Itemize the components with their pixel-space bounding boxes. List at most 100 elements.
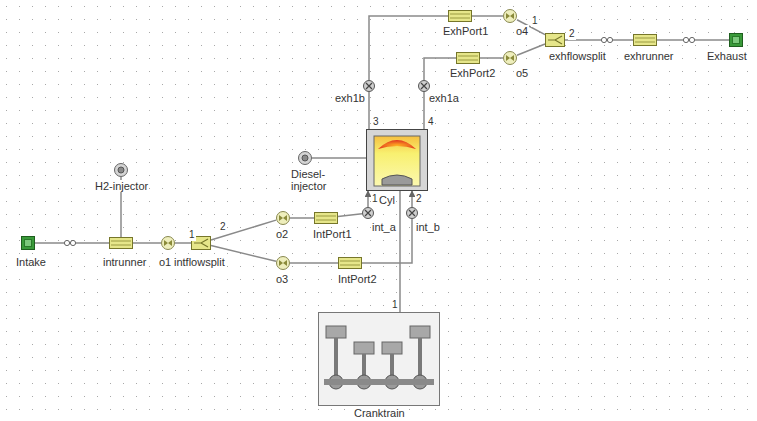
- joint-ring: [689, 37, 694, 42]
- joint-ring: [64, 240, 69, 245]
- block-icon: [114, 163, 128, 177]
- joint-ring: [683, 37, 688, 42]
- connector: [175, 242, 191, 244]
- port-number: 1: [188, 229, 196, 241]
- pipe-stripe: [316, 216, 336, 217]
- block-label: Cranktrain: [353, 407, 406, 419]
- valve-ring: [407, 208, 418, 219]
- valve-cross: [421, 83, 427, 89]
- block-icon: [545, 33, 565, 47]
- flowsplit-branches: [194, 239, 208, 247]
- connector: [290, 262, 338, 264]
- connector: [367, 191, 369, 207]
- block-icon: [729, 33, 743, 47]
- flowsplit-body: [546, 34, 565, 47]
- block-icon: [456, 52, 480, 64]
- pipe-block: intrunner: [109, 237, 133, 249]
- joint-ring: [601, 37, 606, 42]
- block-label: exhflowsplit: [548, 50, 607, 62]
- port-number: 2: [568, 28, 576, 40]
- block-label: Cyl: [378, 194, 396, 206]
- pipe-block: ExhPort2: [456, 52, 480, 64]
- pipe-block: ExhPort1: [448, 10, 472, 22]
- block-label: o2: [275, 228, 289, 240]
- cylinder-housing: [367, 130, 428, 191]
- block-label: Exhaust: [706, 50, 748, 62]
- connector: [472, 15, 503, 17]
- block-icon: [276, 211, 290, 225]
- orifice-throat: [164, 240, 172, 246]
- orifice-ring: [162, 237, 175, 250]
- boundary-inner: [733, 37, 740, 44]
- block-label: intflowsplit: [173, 256, 226, 268]
- block-label: H2-injector: [94, 180, 149, 192]
- boundary-block: Exhaust: [729, 33, 743, 47]
- orifice-ring: [277, 257, 290, 270]
- piston-head: [326, 326, 346, 338]
- joint-ring: [70, 240, 75, 245]
- orifice-block: o5: [503, 51, 517, 65]
- block-label: exh1a: [428, 92, 460, 104]
- flowsplit-block: exhflowsplit: [545, 33, 565, 47]
- boundary-square: [22, 237, 35, 250]
- block-icon: [363, 80, 375, 92]
- valve-ring: [363, 208, 374, 219]
- orifice-ring: [277, 212, 290, 225]
- block-label: Diesel-injector: [290, 168, 338, 192]
- pipe-joint: [64, 240, 75, 245]
- orifice-throat: [279, 260, 287, 266]
- block-label: exhrunner: [623, 50, 675, 62]
- valve-ring: [419, 81, 430, 92]
- block-icon: [406, 207, 418, 219]
- port-number: 2: [219, 221, 227, 233]
- pipe-body: [634, 35, 657, 46]
- block-label: Intake: [15, 256, 47, 268]
- block-label: o1: [158, 256, 172, 268]
- pipe-stripe: [635, 42, 655, 43]
- pipe-stripe: [635, 38, 655, 39]
- connector: [368, 92, 370, 129]
- block-icon: [503, 9, 517, 23]
- connecting-rod: [334, 338, 338, 380]
- pipe-stripe: [458, 56, 478, 57]
- pipe-block: exhrunner: [633, 34, 657, 46]
- block-icon: [318, 312, 440, 406]
- block-label: o5: [515, 67, 529, 79]
- block-label: ExhPort1: [442, 25, 489, 37]
- block-label: o4: [515, 25, 529, 37]
- block-icon: [448, 10, 472, 22]
- combustion-flame: [378, 140, 416, 149]
- connector-layer: [35, 16, 729, 312]
- pipe-body: [339, 258, 362, 269]
- pipe-stripe: [316, 220, 336, 221]
- pipe-stripe: [340, 265, 360, 266]
- boundary-inner: [25, 240, 32, 247]
- block-label: ExhPort2: [449, 67, 496, 79]
- block-icon: [298, 151, 312, 165]
- valve-block: exh1a: [418, 80, 430, 92]
- injector-ring: [115, 164, 128, 177]
- connector: [133, 242, 161, 244]
- block-icon: [362, 207, 374, 219]
- pipe-block: IntPort1: [314, 212, 338, 224]
- piston-head: [410, 326, 430, 338]
- port-number: 1: [531, 15, 539, 27]
- port-number: 1: [391, 299, 399, 311]
- block-icon: [338, 257, 362, 269]
- pipe-stripe: [450, 14, 470, 15]
- joint-ring: [607, 37, 612, 42]
- piston: [382, 175, 412, 185]
- block-icon: [633, 34, 657, 46]
- port-number: 3: [372, 116, 380, 128]
- orifice-throat: [279, 215, 287, 221]
- pipe-joint: [601, 37, 612, 42]
- connector: [211, 220, 276, 240]
- connector: [411, 191, 413, 207]
- orifice-block: o2: [276, 211, 290, 225]
- pipe-block: IntPort2: [338, 257, 362, 269]
- injector-block: H2-injector: [114, 163, 128, 177]
- cylinder-block: Cyl: [366, 129, 428, 191]
- connector: [369, 16, 448, 80]
- block-label: IntPort1: [312, 228, 353, 240]
